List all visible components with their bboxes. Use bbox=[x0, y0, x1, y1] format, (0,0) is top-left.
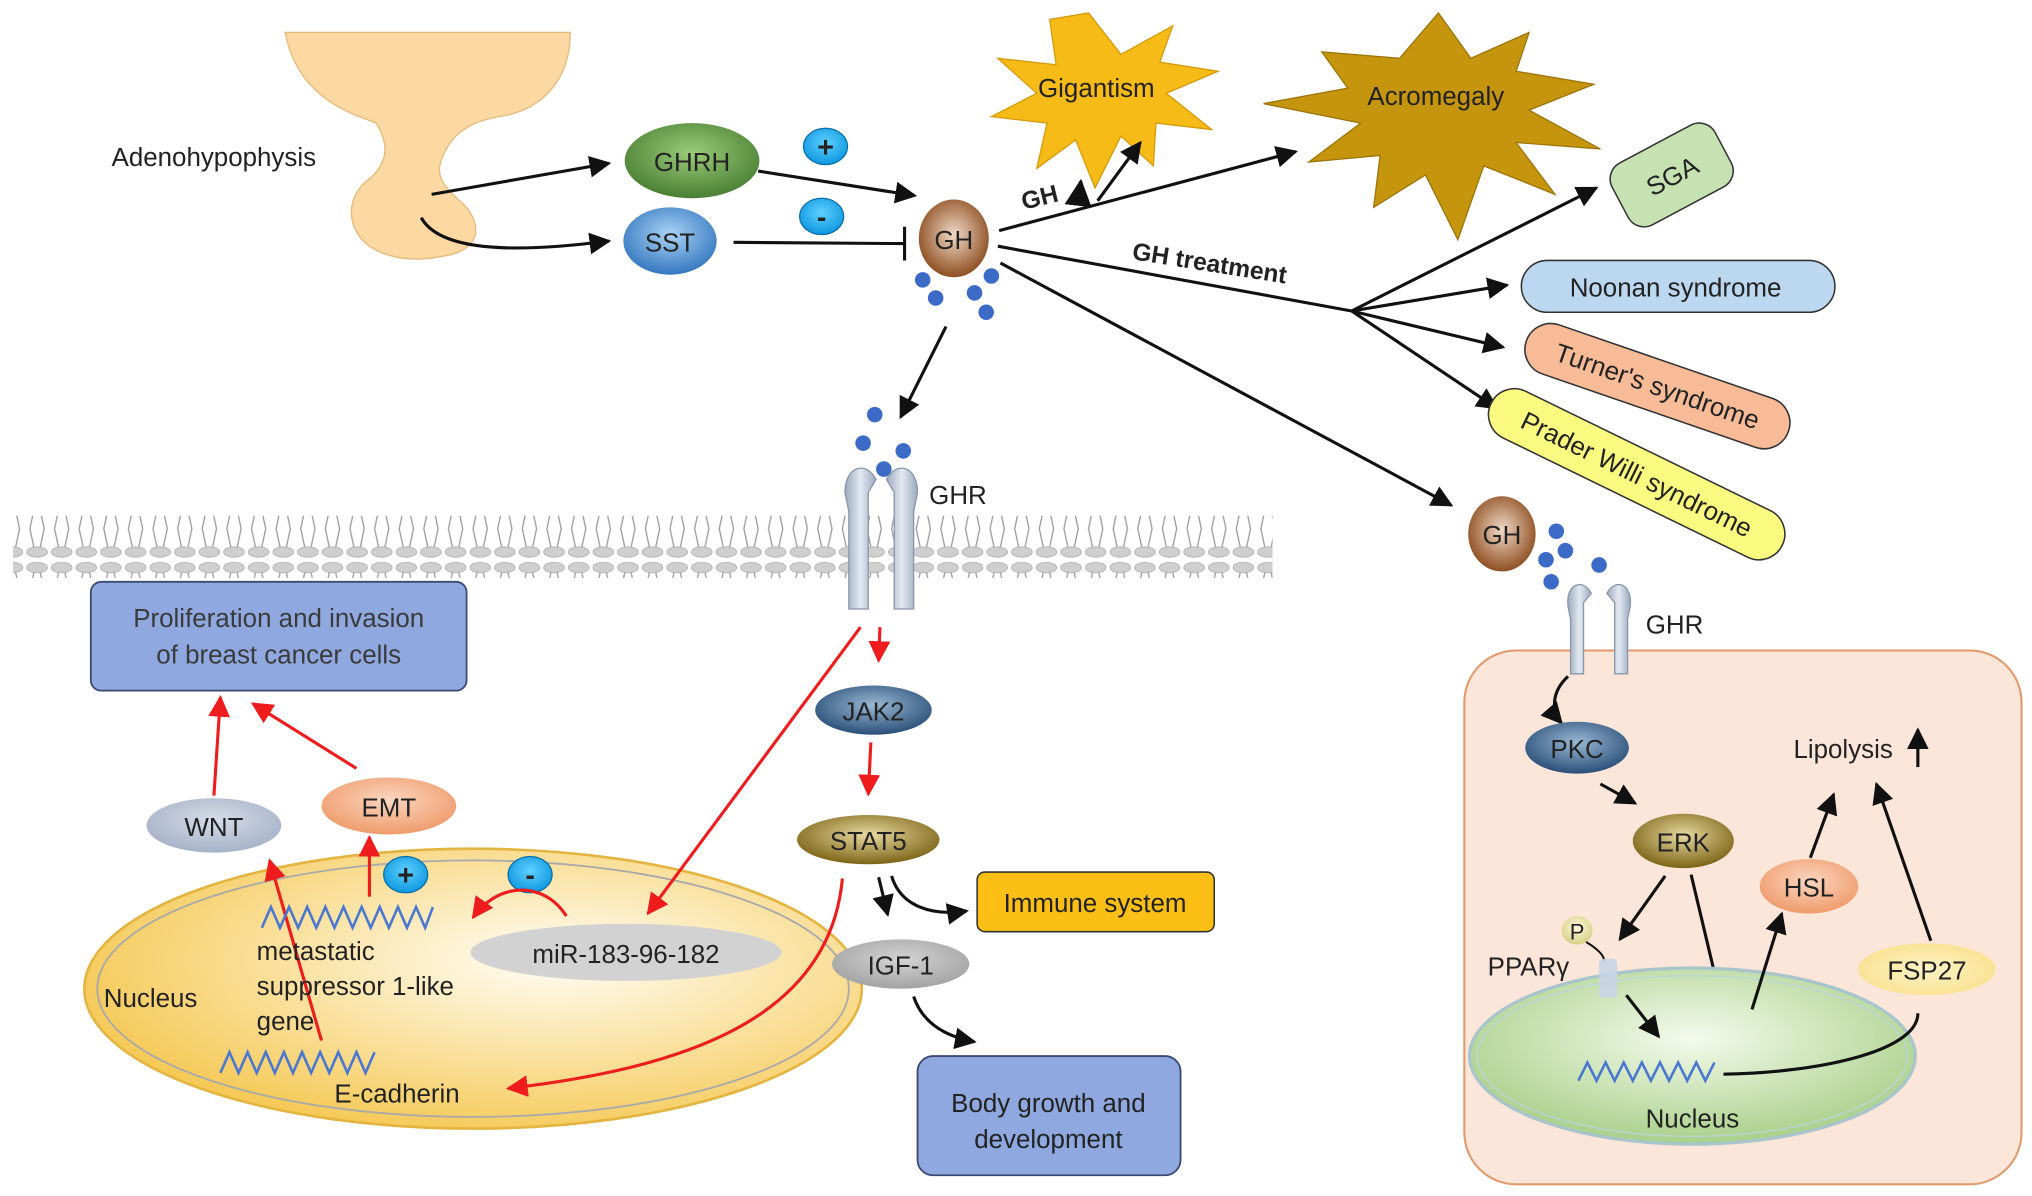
cancer-nucleus bbox=[83, 847, 864, 1130]
immune-system-box: Immune system bbox=[976, 871, 1216, 933]
fsp27-node: FSP27 bbox=[1858, 943, 1996, 996]
svg-text:GH: GH bbox=[1482, 522, 1521, 550]
adenohypophysis bbox=[284, 31, 571, 260]
ppar-label: PPARγ bbox=[1488, 954, 1570, 982]
acromegaly-label: Acromegaly bbox=[1367, 83, 1504, 111]
sst-label: SST bbox=[645, 229, 696, 257]
svg-text:miR-183-96-182: miR-183-96-182 bbox=[532, 941, 719, 969]
gh-particles-adipocyte bbox=[1538, 523, 1607, 590]
pkc-node: PKC bbox=[1525, 721, 1629, 774]
svg-text:JAK2: JAK2 bbox=[843, 698, 905, 726]
svg-text:Noonan syndrome: Noonan syndrome bbox=[1570, 275, 1782, 303]
svg-text:FSP27: FSP27 bbox=[1887, 958, 1966, 986]
ghrh-node: GHRH bbox=[624, 123, 760, 199]
plus-badge: + bbox=[802, 127, 849, 166]
gh-particles-receptor bbox=[855, 406, 912, 477]
igf1-node: IGF-1 bbox=[832, 939, 970, 989]
svg-text:STAT5: STAT5 bbox=[830, 828, 907, 856]
gh-excess-label: GH bbox=[1019, 181, 1061, 216]
svg-text:+: + bbox=[397, 860, 414, 892]
gigantism-label: Gigantism bbox=[1038, 75, 1155, 103]
svg-text:P: P bbox=[1570, 919, 1585, 944]
adenohypophysis-label: Adenohypophysis bbox=[112, 144, 317, 172]
svg-text:of breast cancer cells: of breast cancer cells bbox=[156, 641, 401, 669]
erk-node: ERK bbox=[1632, 813, 1734, 869]
treatment-sga: SGA bbox=[1609, 122, 1734, 228]
ghr-label-adipocyte: GHR bbox=[1646, 612, 1704, 640]
ghr-receptor-central bbox=[844, 467, 919, 610]
minus-badge: - bbox=[798, 197, 845, 236]
jak2-node: JAK2 bbox=[815, 685, 932, 735]
dna-ecadherin bbox=[219, 1048, 376, 1077]
svg-text:+: + bbox=[817, 132, 834, 164]
svg-text:-: - bbox=[525, 860, 535, 892]
dna-adipocyte bbox=[1577, 1059, 1716, 1084]
ghrh-label: GHRH bbox=[654, 149, 730, 177]
svg-text:development: development bbox=[974, 1126, 1123, 1154]
svg-text:Body growth and: Body growth and bbox=[951, 1090, 1145, 1118]
mirna-node: miR-183-96-182 bbox=[470, 923, 782, 981]
emt-node: EMT bbox=[321, 777, 457, 835]
ppar-channel bbox=[1599, 958, 1618, 998]
ghr-label-central: GHR bbox=[929, 482, 987, 510]
svg-text:gene: gene bbox=[257, 1008, 315, 1036]
body-growth-box: Body growth and development bbox=[916, 1055, 1182, 1177]
svg-text:metastatic: metastatic bbox=[257, 938, 375, 966]
gigantism-burst: Gigantism bbox=[989, 12, 1221, 190]
proliferation-box: Proliferation and invasion of breast can… bbox=[89, 580, 468, 692]
adipocyte-nucleus-label: Nucleus bbox=[1646, 1105, 1740, 1133]
svg-text:EMT: EMT bbox=[362, 794, 417, 822]
ghr-receptor-adipocyte bbox=[1567, 583, 1631, 675]
stat5-node: STAT5 bbox=[797, 815, 940, 865]
ecadherin-label: E-cadherin bbox=[334, 1081, 459, 1109]
svg-text:suppressor 1-like: suppressor 1-like bbox=[257, 973, 454, 1001]
svg-text:HSL: HSL bbox=[1784, 875, 1834, 903]
cell-membrane bbox=[13, 515, 1273, 578]
treatment-noonan: Noonan syndrome bbox=[1520, 259, 1836, 314]
svg-text:Proliferation and invasion: Proliferation and invasion bbox=[133, 605, 424, 633]
gh-node-adipocyte: GH bbox=[1468, 496, 1536, 572]
adipocyte-nucleus bbox=[1467, 966, 1917, 1146]
up-arrow-blue bbox=[1064, 178, 1092, 208]
svg-text:IGF-1: IGF-1 bbox=[868, 952, 934, 980]
lipolysis-label: Lipolysis bbox=[1793, 736, 1892, 764]
sst-node: SST bbox=[623, 207, 717, 275]
cancer-nucleus-label: Nucleus bbox=[104, 985, 198, 1013]
acromegaly-burst: Acromegaly bbox=[1263, 11, 1601, 242]
svg-text:-: - bbox=[817, 202, 827, 234]
gh-label: GH bbox=[934, 227, 973, 255]
p-node: P bbox=[1561, 916, 1593, 945]
svg-text:PKC: PKC bbox=[1550, 736, 1603, 764]
plus-badge-cancer: + bbox=[383, 855, 429, 894]
svg-text:ERK: ERK bbox=[1657, 829, 1710, 857]
gh-treatment-label: GH treatment bbox=[1130, 238, 1288, 289]
dna-metastatic bbox=[260, 903, 435, 932]
svg-text:WNT: WNT bbox=[184, 814, 243, 842]
wnt-node: WNT bbox=[146, 798, 282, 853]
hsl-node: HSL bbox=[1759, 859, 1859, 914]
gh-particles bbox=[914, 268, 1000, 321]
gh-node: GH bbox=[918, 199, 989, 278]
minus-badge-cancer: - bbox=[507, 855, 553, 894]
svg-text:Immune system: Immune system bbox=[1004, 890, 1187, 918]
